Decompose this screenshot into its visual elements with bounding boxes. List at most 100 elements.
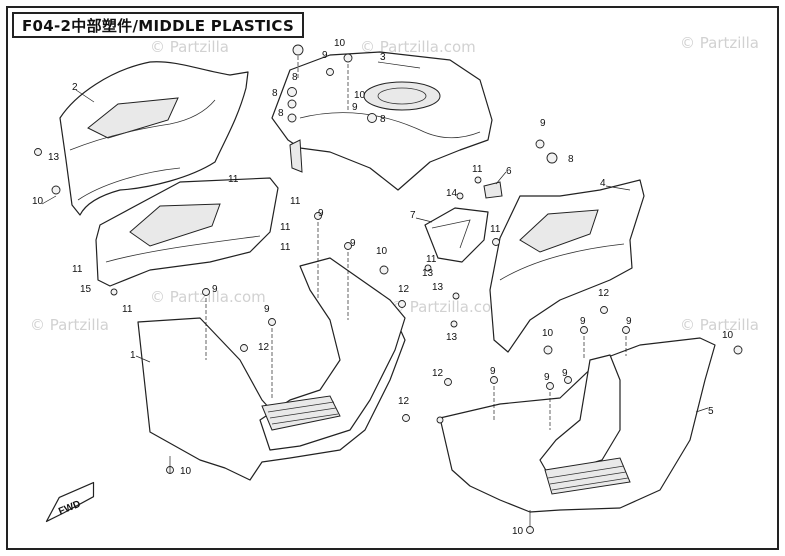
callout-11: 11 (472, 164, 483, 175)
callout-12: 12 (398, 396, 410, 407)
diagram-title-box: F04-2中部塑件/MIDDLE PLASTICS (12, 12, 305, 38)
callout-9: 9 (580, 316, 586, 327)
screw-icon (490, 376, 498, 384)
fwd-arrow: FWD (45, 481, 95, 523)
callout-12: 12 (258, 342, 270, 353)
watermark: © Partzilla (30, 316, 109, 334)
diagram-frame (6, 6, 779, 550)
callout-11: 11 (426, 254, 437, 265)
callout-13: 13 (48, 152, 60, 163)
watermark: © Partzilla (680, 316, 759, 334)
callout-6: 6 (506, 166, 512, 177)
screw-icon (535, 139, 545, 149)
screw-icon (34, 148, 42, 156)
part-15-left-inner-panel[interactable] (95, 177, 279, 287)
callout-9: 9 (562, 368, 568, 379)
part-2-left-fender[interactable] (59, 61, 249, 216)
part-6-clip[interactable] (483, 181, 503, 199)
fasteners (34, 44, 743, 534)
callout-13: 13 (422, 268, 434, 279)
grommet-icon (287, 87, 297, 97)
callout-10: 10 (722, 330, 734, 341)
clip-icon (444, 378, 452, 386)
clip-icon (436, 416, 444, 424)
callout-8: 8 (278, 108, 284, 119)
callout-7: 7 (410, 210, 416, 221)
screw-icon (326, 68, 334, 76)
callout-8: 8 (568, 154, 574, 165)
callout-14: 14 (446, 188, 458, 199)
callout-4: 4 (600, 178, 606, 189)
part-1-left-footwell[interactable] (137, 257, 406, 481)
screw-icon (580, 326, 588, 334)
screw-icon (456, 192, 464, 200)
screw-icon (526, 526, 534, 534)
callout-9: 9 (212, 284, 218, 295)
grommet-icon (292, 44, 304, 56)
screw-icon (51, 185, 61, 195)
callout-labels: 2 1 3 4 5 6 7 8 8 8 8 8 9 9 9 9 9 9 9 9 … (32, 38, 734, 537)
clip-icon (398, 300, 406, 308)
screw-icon (546, 382, 554, 390)
callout-9: 9 (540, 118, 546, 129)
callout-9: 9 (352, 102, 358, 113)
screw-icon (110, 288, 118, 296)
clip-icon (402, 414, 410, 422)
clip-icon (240, 344, 248, 352)
screw-icon (733, 345, 743, 355)
watermark: © Partzilla (680, 34, 759, 52)
callout-10: 10 (376, 246, 388, 257)
grommet-icon (287, 99, 297, 109)
callout-9: 9 (544, 372, 550, 383)
part-5-right-footwell[interactable] (439, 337, 716, 513)
callout-9: 9 (264, 304, 270, 315)
grommet-icon (367, 113, 377, 123)
screw-icon (492, 238, 500, 246)
screw-icon (268, 318, 276, 326)
callout-8: 8 (292, 72, 298, 83)
callout-5: 5 (708, 406, 714, 417)
screw-icon (202, 288, 210, 296)
callout-3: 3 (380, 52, 386, 63)
screw-icon (622, 326, 630, 334)
callout-13: 13 (432, 282, 444, 293)
callout-11: 11 (280, 222, 291, 233)
callout-9: 9 (318, 208, 324, 219)
callout-9: 9 (322, 50, 328, 61)
callout-1: 1 (130, 350, 136, 361)
callout-12: 12 (398, 284, 410, 295)
part-4-right-fender[interactable] (489, 179, 645, 353)
grommet-icon (546, 152, 558, 164)
page-title: F04-2中部塑件/MIDDLE PLASTICS (22, 16, 295, 35)
callout-12: 12 (598, 288, 610, 299)
clip-icon (600, 306, 608, 314)
callout-11: 11 (72, 264, 83, 275)
callout-9: 9 (490, 366, 496, 377)
watermark: © Partzilla.com (150, 288, 266, 306)
callout-9: 9 (626, 316, 632, 327)
screw-icon (314, 212, 322, 220)
screw-icon (344, 242, 352, 250)
callout-11: 11 (280, 242, 291, 253)
watermark: © Partzilla (150, 38, 229, 56)
screw-icon (379, 265, 389, 275)
callout-2: 2 (72, 82, 78, 93)
callout-8: 8 (380, 114, 386, 125)
callout-11: 11 (290, 196, 301, 207)
screw-icon (543, 345, 553, 355)
leader-lines (41, 56, 709, 526)
callout-10: 10 (354, 90, 366, 101)
callout-12: 12 (432, 368, 444, 379)
part-3-center-cover[interactable] (271, 51, 493, 191)
callout-8: 8 (272, 88, 278, 99)
grommet-icon (287, 113, 297, 123)
watermark-layer: © Partzilla.com © Partzilla © Partzilla.… (30, 34, 759, 334)
callout-10: 10 (542, 328, 554, 339)
part-7-bracket[interactable] (424, 207, 489, 263)
watermark: © Partzilla.com (360, 38, 476, 56)
screw-icon (474, 176, 482, 184)
callout-10: 10 (334, 38, 346, 49)
callout-10: 10 (512, 526, 524, 537)
screw-icon (343, 53, 353, 63)
callout-11: 11 (490, 224, 501, 235)
